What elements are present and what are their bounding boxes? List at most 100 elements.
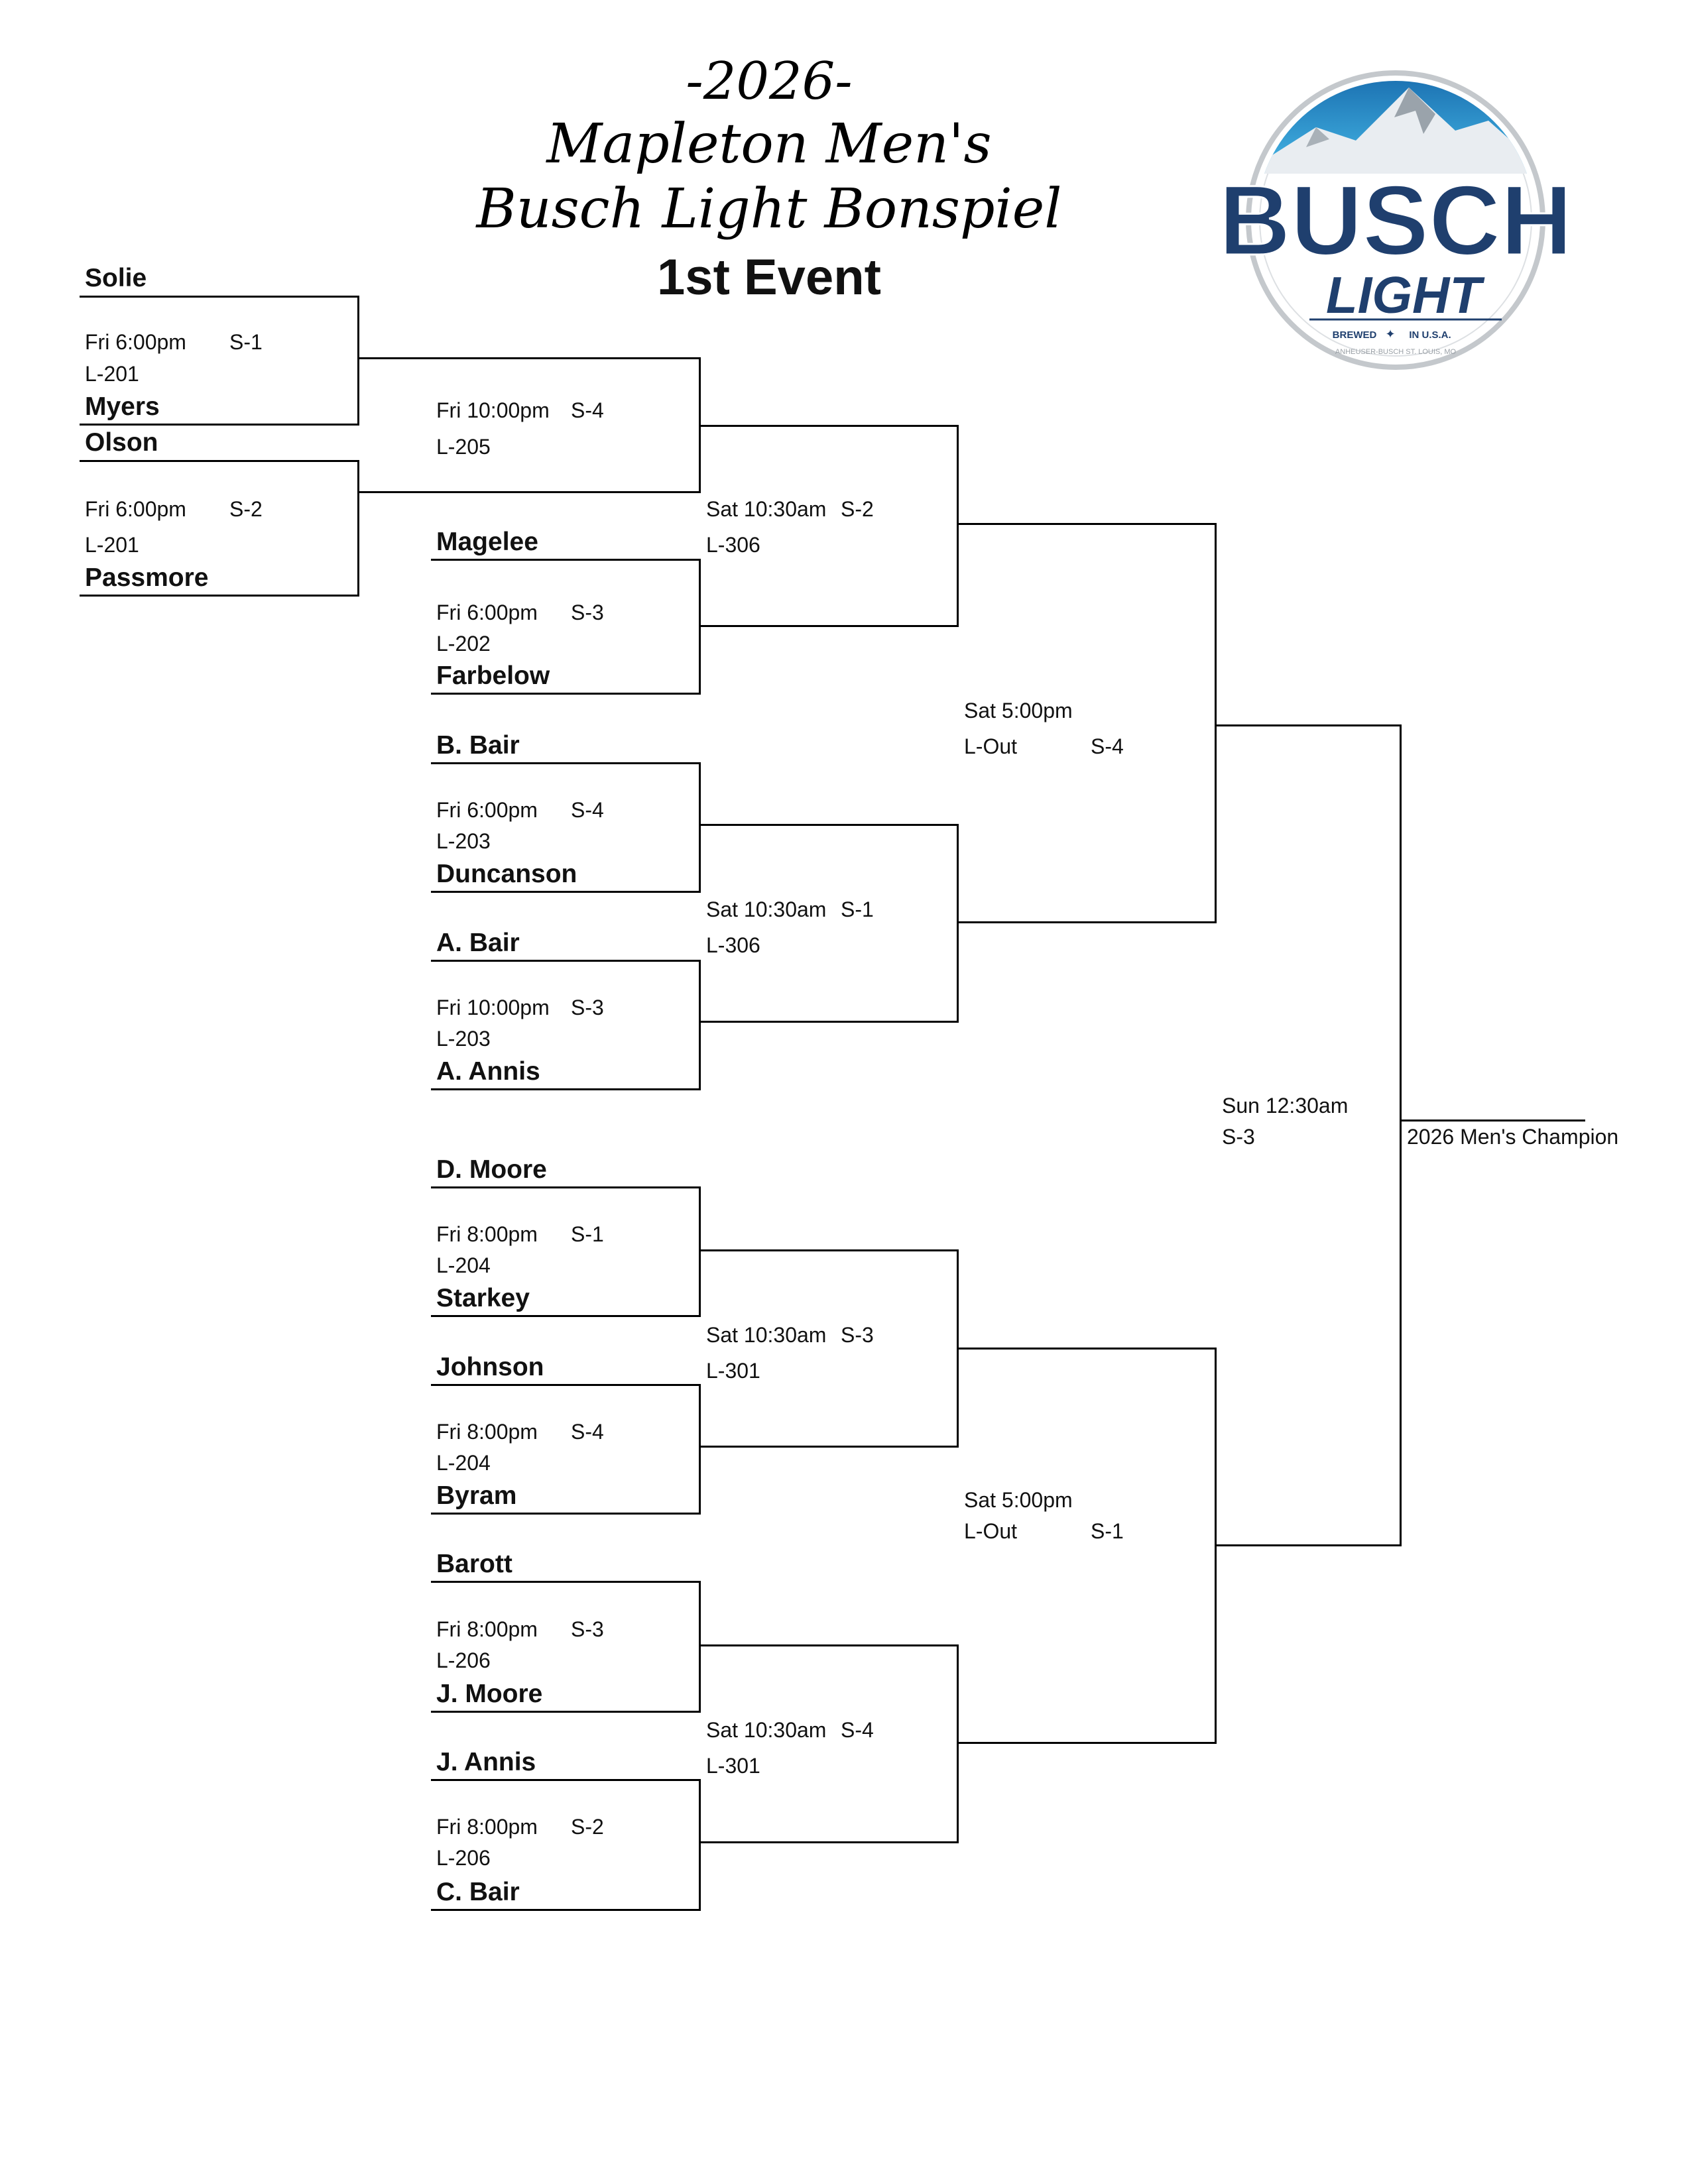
game-sheet: S-2 <box>571 1815 604 1839</box>
final-game-time: Sun 12:30am <box>1222 1094 1349 1118</box>
game-time: Fri 8:00pm <box>436 1222 538 1246</box>
logo-brand-text: BUSCH <box>1219 164 1572 276</box>
bracket-line <box>699 1841 959 1843</box>
game-sheet: S-4 <box>571 398 604 422</box>
bracket-line <box>1215 724 1402 726</box>
game-sheet: S-3 <box>571 601 604 624</box>
busch-light-logo: BUSCH LIGHT BREWED ✦ IN U.S.A. ANHEUSER-… <box>1218 70 1573 370</box>
team-a-bair: A. Bair <box>436 929 520 957</box>
game-time: Fri 8:00pm <box>436 1420 538 1444</box>
game-loser-dest: L-203 <box>436 1027 491 1051</box>
bracket-line <box>357 357 701 359</box>
team-magelee: Magelee <box>436 528 538 556</box>
final-game-sheet: S-3 <box>1222 1125 1255 1149</box>
team-starkey: Starkey <box>436 1284 530 1312</box>
game-loser-dest: L-201 <box>85 362 139 386</box>
bracket-line <box>699 425 959 427</box>
logo-brewed-text: BREWED <box>1333 329 1377 341</box>
bracket-line <box>699 1446 959 1448</box>
bracket-line <box>431 1186 701 1188</box>
game-sheet: S-4 <box>571 1420 604 1444</box>
game-sheet: S-1 <box>571 1222 604 1246</box>
bracket-line <box>431 1711 701 1713</box>
team-b-bair: B. Bair <box>436 731 520 760</box>
bracket-line <box>699 960 701 1090</box>
game-sheet: S-3 <box>841 1323 874 1347</box>
game-loser-dest: L-Out <box>964 1519 1018 1543</box>
game-sheet: S-4 <box>1091 734 1124 758</box>
team-olson: Olson <box>85 428 158 457</box>
bracket-line <box>357 296 359 426</box>
bracket-line <box>699 1384 701 1515</box>
game-loser-dest: L-205 <box>436 435 491 459</box>
bracket-line <box>431 559 701 561</box>
game-time: Fri 6:00pm <box>85 330 186 354</box>
bracket-line <box>957 921 1217 923</box>
game-time: Sat 10:30am <box>706 497 827 521</box>
bracket-line <box>431 1779 701 1781</box>
bracket-line <box>431 960 701 962</box>
logo-usa-text: IN U.S.A. <box>1409 329 1451 341</box>
game-time: Sat 10:30am <box>706 1718 827 1742</box>
game-loser-dest: L-204 <box>436 1451 491 1475</box>
eagle-icon: ✦ <box>1385 327 1395 341</box>
game-time: Fri 8:00pm <box>436 1617 538 1641</box>
game-time: Sat 5:00pm <box>964 1488 1073 1512</box>
game-time: Fri 6:00pm <box>85 497 186 521</box>
bracket-line <box>957 425 959 627</box>
game-sheet: S-3 <box>571 996 604 1019</box>
bracket-line <box>80 595 359 597</box>
mountain-icon <box>1256 87 1535 174</box>
bracket-line <box>431 1384 701 1386</box>
header-title-line1: Mapleton Men's <box>546 113 992 176</box>
bracket-line <box>431 891 701 893</box>
bracket-line <box>431 1315 701 1317</box>
bracket-line <box>957 1742 1217 1744</box>
game-sheet: S-1 <box>229 330 263 354</box>
team-d-moore: D. Moore <box>436 1155 547 1184</box>
bracket-line <box>699 1644 959 1646</box>
game-sheet: S-2 <box>229 497 263 521</box>
game-time: Sat 5:00pm <box>964 699 1073 722</box>
game-time: Sat 10:30am <box>706 897 827 921</box>
game-loser-dest: L-301 <box>706 1359 760 1383</box>
team-j-moore: J. Moore <box>436 1680 543 1708</box>
game-sheet: S-1 <box>1091 1519 1124 1543</box>
bracket-line <box>1215 523 1217 923</box>
game-time: Fri 6:00pm <box>436 601 538 624</box>
bracket-line <box>80 460 359 462</box>
bracket-line <box>957 1348 1217 1350</box>
game-loser-dest: L-301 <box>706 1754 760 1778</box>
bracket-line <box>431 1088 701 1090</box>
bracket-line <box>80 424 359 426</box>
bracket-line <box>699 1249 959 1251</box>
logo-maker-text: ANHEUSER-BUSCH ST. LOUIS, MO <box>1335 348 1457 356</box>
bracket-line <box>431 693 701 695</box>
team-myers: Myers <box>85 392 160 421</box>
team-johnson: Johnson <box>436 1353 544 1381</box>
header-title-line2: Busch Light Bonspiel <box>476 178 1062 241</box>
game-sheet: S-4 <box>841 1718 874 1742</box>
game-loser-dest: L-306 <box>706 933 760 957</box>
bracket-line <box>431 1581 701 1583</box>
game-loser-dest: L-206 <box>436 1846 491 1870</box>
champion-line <box>1400 1120 1585 1121</box>
bracket-line <box>80 296 359 298</box>
game-sheet: S-3 <box>571 1617 604 1641</box>
game-sheet: S-1 <box>841 897 874 921</box>
bracket-line <box>699 1021 959 1023</box>
team-j-annis: J. Annis <box>436 1748 536 1776</box>
team-a-annis: A. Annis <box>436 1057 540 1086</box>
game-loser-dest: L-Out <box>964 734 1018 758</box>
game-loser-dest: L-204 <box>436 1253 491 1277</box>
header-year: -2026- <box>686 52 853 111</box>
bracket-line <box>699 762 701 893</box>
bracket-line <box>431 762 701 764</box>
game-loser-dest: L-201 <box>85 533 139 557</box>
team-barott: Barott <box>436 1550 512 1578</box>
game-loser-dest: L-202 <box>436 632 491 656</box>
bracket-line <box>1215 1544 1402 1546</box>
game-sheet: S-4 <box>571 798 604 822</box>
bracket-line <box>357 460 359 597</box>
